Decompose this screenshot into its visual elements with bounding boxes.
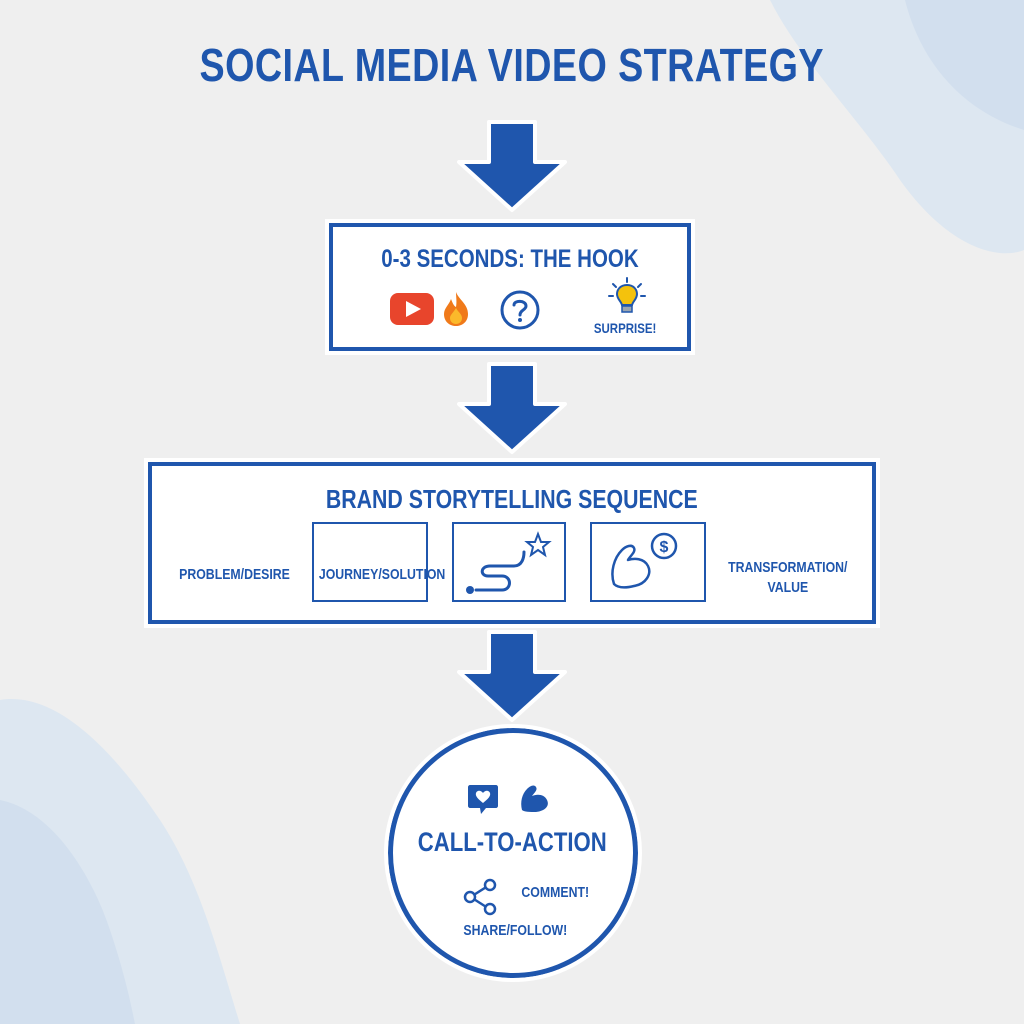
flexed-arm-icon xyxy=(521,785,548,812)
fire-icon xyxy=(444,292,468,326)
comment-label: COMMENT! xyxy=(521,884,589,901)
share-follow-label: SHARE/FOLLOW! xyxy=(463,922,567,939)
share-icon xyxy=(463,878,497,916)
svg-text:$: $ xyxy=(660,539,669,556)
down-arrow-1 xyxy=(457,120,567,212)
question-icon xyxy=(500,290,540,330)
video-play-icon xyxy=(390,293,434,325)
flexed-arm-dollar-icon: $ xyxy=(611,532,678,589)
down-arrow-3 xyxy=(457,630,567,722)
path-to-star-icon xyxy=(466,531,552,594)
storytelling-heading: BRAND STORYTELLING SEQUENCE xyxy=(326,484,698,514)
call-to-action-circle xyxy=(384,724,642,982)
surprise-label: SURPRISE! xyxy=(593,320,657,336)
page-title: SOCIAL MEDIA VIDEO STRATEGY xyxy=(199,39,825,91)
heart-comment-icon xyxy=(468,785,498,814)
step-journey-frame xyxy=(312,522,428,602)
step-journey-solution: JOURNEY/SOLUTION xyxy=(318,566,446,583)
down-arrow-2 xyxy=(457,362,567,454)
lightbulb-icon xyxy=(608,277,646,313)
step-problem-desire: PROBLEM/DESIRE xyxy=(179,566,291,583)
cta-heading: CALL-TO-ACTION xyxy=(417,827,607,857)
step-transformation-value: TRANSFORMATION/ VALUE xyxy=(728,559,848,596)
step-transform-frame xyxy=(590,522,706,602)
hook-heading: 0-3 SECONDS: THE HOOK xyxy=(381,245,639,273)
